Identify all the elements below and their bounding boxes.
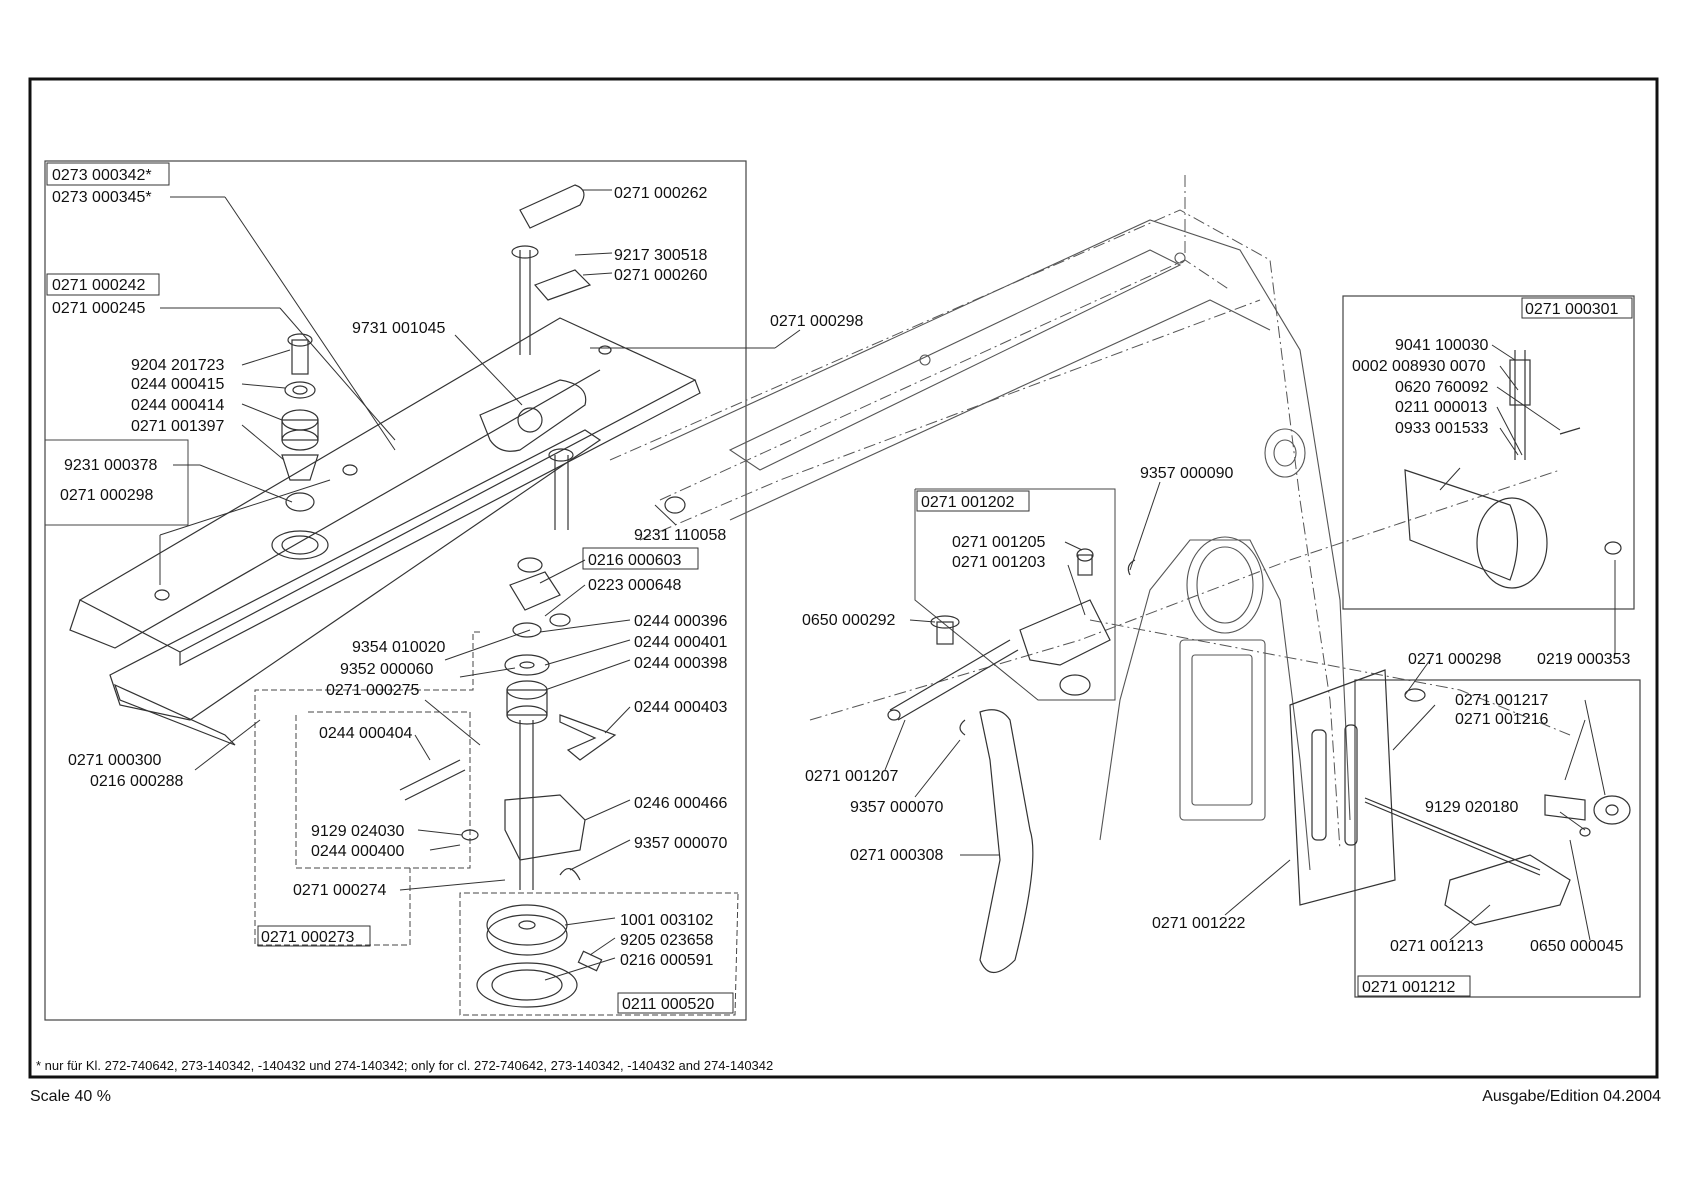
part-label-0620760092: 0620 760092: [1395, 379, 1489, 396]
part-label-9129024030: 9129 024030: [311, 823, 405, 840]
part-label-0271000274: 0271 000274: [293, 882, 387, 899]
part-label-0211000013: 0211 000013: [1395, 399, 1487, 416]
part-label-0271001207: 0271 001207: [805, 768, 899, 785]
part-label-0244000414: 0244 000414: [131, 397, 225, 414]
part-label-0271000273: 0271 000273: [261, 929, 355, 946]
part-label-9217300518: 9217 300518: [614, 247, 708, 264]
part-label-0271000242: 0271 000242: [52, 277, 146, 294]
leader-lines: [159, 189, 1616, 981]
part-label-0216000288: 0216 000288: [90, 773, 184, 790]
part-label-0216000603: 0216 000603: [588, 552, 682, 569]
cover-plate: [69, 317, 701, 746]
machine-arm-body: [649, 219, 1351, 871]
part-label-9231110058: 9231 110058: [634, 527, 726, 544]
part-label-9231000378: 9231 000378: [64, 457, 158, 474]
part-label-9357000070-right: 9357 000070: [850, 799, 944, 816]
part-label-0244000401: 0244 000401: [634, 634, 728, 651]
part-label-9205023658: 9205 023658: [620, 932, 714, 949]
needle-bar-parts: [399, 557, 617, 1008]
part-label-0219000353: 0219 000353: [1537, 651, 1631, 668]
part-label-0273000345: 0273 000345*: [52, 189, 152, 206]
sub-box-0271000275: [295, 711, 471, 869]
scale-label: Scale 40 %: [30, 1088, 111, 1105]
part-label-0271000260: 0271 000260: [614, 267, 708, 284]
part-label-0244000396: 0244 000396: [634, 613, 728, 630]
part-label-0271000301: 0271 000301: [1525, 301, 1619, 318]
sub-box-0271001202: [914, 488, 1116, 701]
part-label-9204201723: 9204 201723: [131, 357, 225, 374]
part-label-0271000300: 0271 000300: [68, 752, 162, 769]
sub-box-0271001212: [1354, 679, 1641, 998]
footnote: * nur für Kl. 272-740642, 273-140342, -1…: [36, 1058, 774, 1073]
sub-box-0271000298: [45, 439, 189, 526]
part-label-0216000591: 0216 000591: [620, 952, 714, 969]
part-label-0271001212: 0271 001212: [1362, 979, 1456, 996]
part-label-9354010020: 9354 010020: [352, 639, 446, 656]
machine-arm-outline: [609, 175, 1571, 851]
part-label-9731001045: 9731 001045: [352, 320, 446, 337]
thread-cutter-plate: [479, 379, 587, 530]
part-labels: 0273 000342* 0273 000345* 0271 000262 92…: [52, 167, 1631, 1013]
part-label-0271000298-top: 0271 000298: [770, 313, 864, 330]
sub-box-0211000520: [459, 892, 739, 1016]
part-label-0271001213: 0271 001213: [1390, 938, 1484, 955]
hinge-lever: [511, 184, 592, 355]
screw-washer-stack: [154, 333, 686, 601]
part-label-9357000090: 9357 000090: [1140, 465, 1234, 482]
sub-box-0271000273: [254, 631, 480, 946]
part-label-0223000648: 0223 000648: [588, 577, 682, 594]
label-boxes: [46, 162, 1633, 1014]
part-label-0271000298-left: 0271 000298: [60, 487, 154, 504]
part-label-0271000308: 0271 000308: [850, 847, 944, 864]
part-label-9129020180: 9129 020180: [1425, 799, 1519, 816]
part-label-0271001203: 0271 001203: [952, 554, 1046, 571]
part-label-0273000342: 0273 000342*: [52, 167, 152, 184]
part-label-0933001533: 0933 001533: [1395, 420, 1489, 437]
part-label-0244000403: 0244 000403: [634, 699, 728, 716]
part-label-9352000060: 9352 000060: [340, 661, 434, 678]
part-label-0244000398: 0244 000398: [634, 655, 728, 672]
part-label-0271001397: 0271 001397: [131, 418, 225, 435]
part-label-1001003102: 1001 003102: [620, 912, 714, 929]
part-label-0244000404: 0244 000404: [319, 725, 413, 742]
part-label-0271001216: 0271 001216: [1455, 711, 1549, 728]
part-label-0271000262: 0271 000262: [614, 185, 708, 202]
part-label-0271001205: 0271 001205: [952, 534, 1046, 551]
part-label-0271001217: 0271 001217: [1455, 692, 1549, 709]
part-label-0271001222: 0271 001222: [1152, 915, 1246, 932]
part-label-0211000520: 0211 000520: [622, 996, 714, 1013]
part-label-0244000415: 0244 000415: [131, 376, 225, 393]
outer-frame: [28, 77, 1659, 1079]
part-label-0271000298-right: 0271 000298: [1408, 651, 1502, 668]
sub-box-0271000301: [1342, 295, 1635, 610]
part-label-0271000245: 0271 000245: [52, 300, 146, 317]
part-label-9041100030: 9041 100030: [1395, 337, 1489, 354]
part-label-0271001202: 0271 001202: [921, 494, 1015, 511]
part-label-00020089300070: 0002 008930 0070: [1352, 358, 1486, 375]
part-label-0650000045: 0650 000045: [1530, 938, 1624, 955]
edition-label: Ausgabe/Edition 04.2004: [1482, 1088, 1661, 1105]
part-label-0246000466: 0246 000466: [634, 795, 728, 812]
right-parts: [887, 350, 1631, 974]
part-label-9357000070-left: 9357 000070: [634, 835, 728, 852]
part-label-0271000275: 0271 000275: [326, 682, 420, 699]
part-label-0244000400: 0244 000400: [311, 843, 405, 860]
part-label-0650000292: 0650 000292: [802, 612, 896, 629]
left-assembly-box: [44, 160, 747, 1021]
